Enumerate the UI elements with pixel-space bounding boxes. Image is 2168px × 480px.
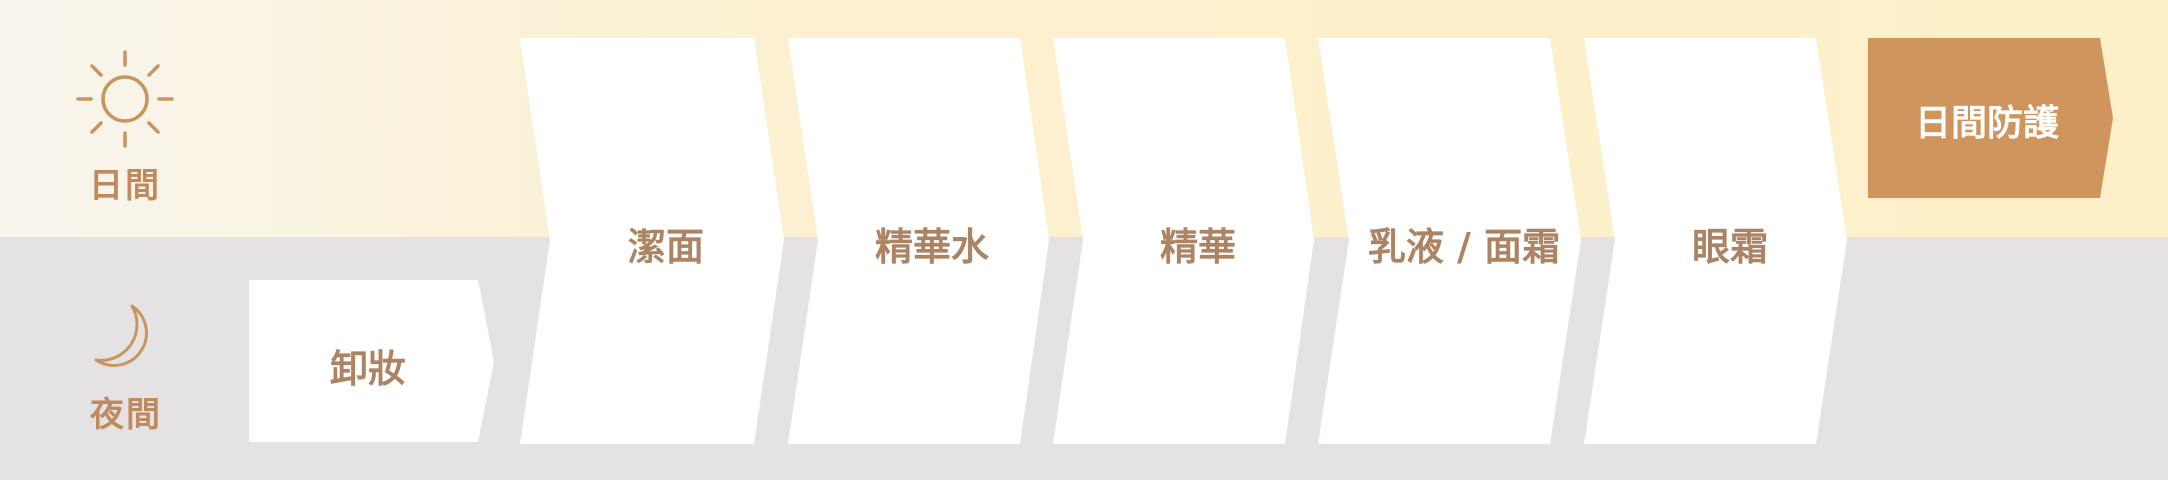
step-label-4: 精華 <box>1159 225 1237 269</box>
step-arrow-7 <box>1868 38 2113 198</box>
step-arrow-6 <box>1584 38 1847 444</box>
step-arrow-3 <box>788 38 1049 444</box>
step-label-3: 精華水 <box>874 225 990 269</box>
step-label-2: 潔面 <box>627 225 705 269</box>
day-routine-label: 日間 <box>89 166 161 206</box>
step-label-1: 卸妝 <box>329 347 407 391</box>
step-arrow-4 <box>1053 38 1314 444</box>
sun-icon <box>76 50 174 148</box>
night-routine-label: 夜間 <box>90 395 162 435</box>
step-label-7: 日間防護 <box>1914 103 2060 144</box>
step-arrow-2 <box>520 38 784 444</box>
step-arrow-1 <box>249 280 494 442</box>
crescent-moon-icon <box>94 304 148 367</box>
step-label-5: 乳液 / 面霜 <box>1367 225 1561 269</box>
step-label-6: 眼霜 <box>1691 225 1769 269</box>
step-arrow-5 <box>1318 38 1581 444</box>
